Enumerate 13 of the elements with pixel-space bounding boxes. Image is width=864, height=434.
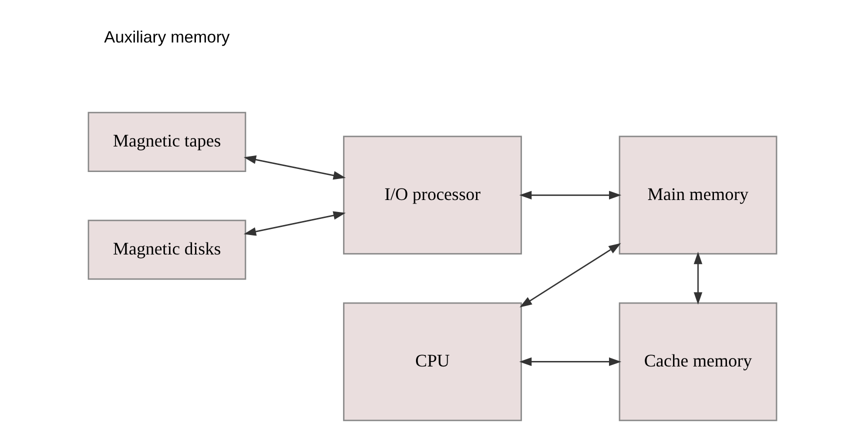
arrow: [518, 357, 621, 366]
arrow: [693, 252, 702, 305]
label: Auxiliary memory: [104, 28, 230, 46]
arrow: [243, 155, 346, 180]
node-box: Main memory: [618, 136, 777, 255]
node-box: Cache memory: [618, 302, 777, 422]
arrow: [518, 190, 621, 200]
arrow: [243, 211, 346, 236]
node-box: CPU: [342, 302, 522, 422]
node-box: Magnetic tapes: [87, 112, 246, 172]
arrow: [519, 243, 620, 308]
node-box: Magnetic disks: [87, 220, 246, 280]
node-box: I/O processor: [342, 136, 522, 255]
